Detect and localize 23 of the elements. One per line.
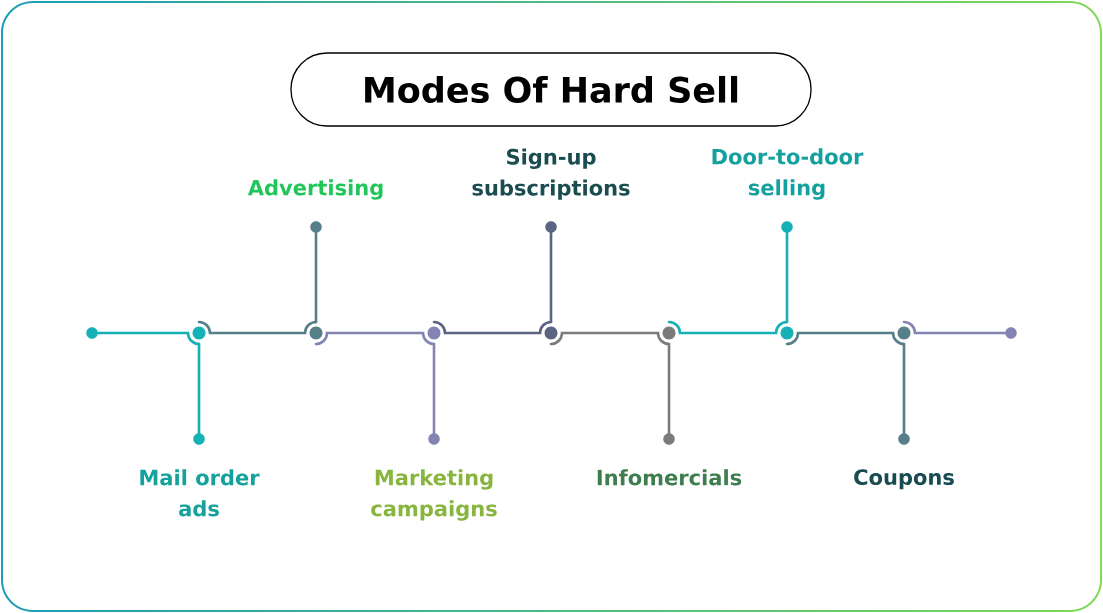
item-label: Advertising xyxy=(247,179,383,200)
connector-line xyxy=(549,231,553,324)
connector-line xyxy=(549,331,671,346)
connector-line xyxy=(96,331,201,346)
connector-line xyxy=(667,342,671,435)
connector-line xyxy=(432,342,436,435)
item-label: Door-to-door selling xyxy=(712,148,864,200)
item-label: Coupons xyxy=(854,469,954,490)
connector-line xyxy=(197,320,318,335)
item-label: Marketing campaigns xyxy=(371,469,497,521)
connector-line xyxy=(314,231,318,324)
connector-line xyxy=(902,342,906,435)
connector-line xyxy=(314,331,436,346)
title-box: Modes Of Hard Sell xyxy=(290,52,812,127)
connector-line xyxy=(785,331,906,346)
connector-line xyxy=(197,342,201,435)
connector-line xyxy=(432,320,553,335)
item-label: Infomercials xyxy=(597,469,742,486)
connector-line xyxy=(902,320,1007,335)
item-label: Sign-up subscriptions xyxy=(472,148,630,200)
item-label: Mail order ads xyxy=(140,469,260,517)
connector-line xyxy=(785,231,789,324)
connector-line xyxy=(667,320,789,335)
